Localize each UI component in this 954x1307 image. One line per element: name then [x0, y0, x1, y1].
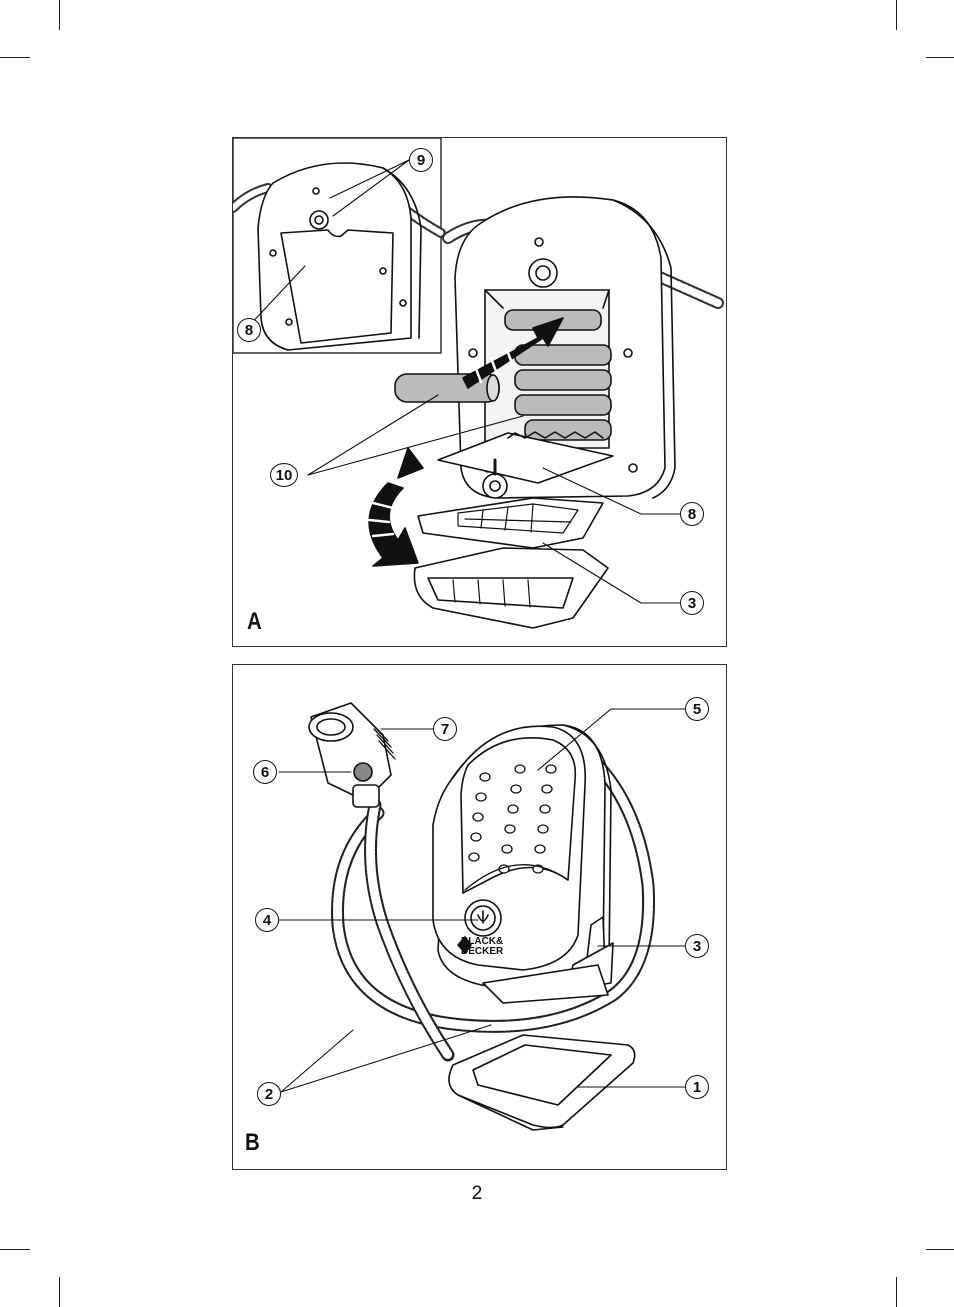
- crop-mark: [59, 0, 60, 30]
- callout-8: 8: [680, 502, 704, 526]
- crop-mark: [926, 1249, 954, 1250]
- callout-8-inset: 8: [237, 318, 261, 342]
- crop-mark: [926, 57, 954, 58]
- callout-5: 5: [685, 697, 709, 721]
- callout-9: 9: [409, 148, 433, 172]
- crop-mark: [59, 1277, 60, 1307]
- callout-10: 10: [270, 463, 298, 487]
- figure-b-illustration: [278, 702, 686, 1131]
- page-number: 2: [471, 1183, 483, 1204]
- figure-a-battery-replacement: A 9 8 10 8 3: [232, 137, 727, 647]
- crop-mark: [896, 1277, 897, 1307]
- callout-2: 2: [257, 1082, 281, 1106]
- figure-a-illustration: [233, 138, 724, 629]
- callout-6: 6: [253, 760, 277, 784]
- callout-4: 4: [255, 908, 279, 932]
- brand-logo-line1: BLACK&: [461, 936, 504, 947]
- callout-3-b: 3: [685, 934, 709, 958]
- crop-mark: [0, 57, 30, 58]
- brand-logo-line2: DECKER: [461, 946, 504, 957]
- crop-mark: [896, 0, 897, 30]
- brand-logo: BLACK& DECKER: [461, 937, 503, 957]
- figure-b-product-overview: BLACK& DECKER B 5 7 6 4 3 2 1: [232, 664, 727, 1170]
- figure-a-letter: A: [247, 608, 262, 635]
- callout-1: 1: [685, 1075, 709, 1099]
- figure-b-letter: B: [245, 1129, 260, 1156]
- crop-mark: [0, 1249, 30, 1250]
- callout-7: 7: [433, 717, 457, 741]
- callout-3: 3: [680, 591, 704, 615]
